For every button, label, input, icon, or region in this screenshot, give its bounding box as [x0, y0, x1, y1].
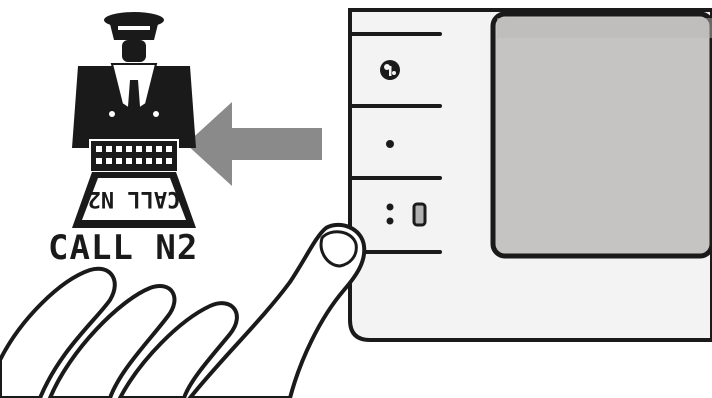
dot-button[interactable] — [356, 110, 436, 174]
concierge-icon: CALL N2 — [72, 12, 196, 228]
door-key-button[interactable] — [356, 38, 436, 102]
intercom-unit — [350, 10, 712, 340]
left-arrow-icon — [186, 102, 322, 186]
dot-indicator-icon — [386, 140, 394, 148]
mirror-screen-text: CALL N2 — [88, 186, 181, 211]
call-label: CALL N2 — [48, 228, 228, 268]
call-button[interactable] — [356, 182, 436, 248]
intercom-screen — [493, 14, 712, 256]
door-key-icon — [380, 60, 400, 80]
